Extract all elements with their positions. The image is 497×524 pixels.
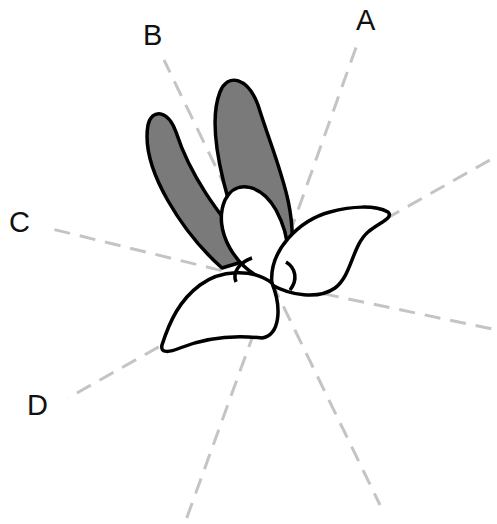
axis-label: A <box>356 6 375 35</box>
petals <box>147 80 389 351</box>
lower-left-petal <box>162 273 278 352</box>
right-petal <box>272 207 390 295</box>
petal-outline <box>235 258 252 282</box>
axis-label: C <box>9 208 30 237</box>
axis-label: D <box>27 391 48 420</box>
axis-label: B <box>143 21 162 50</box>
petal-outline <box>286 262 295 290</box>
axis-line <box>272 283 380 505</box>
axis-lines <box>48 42 497 520</box>
